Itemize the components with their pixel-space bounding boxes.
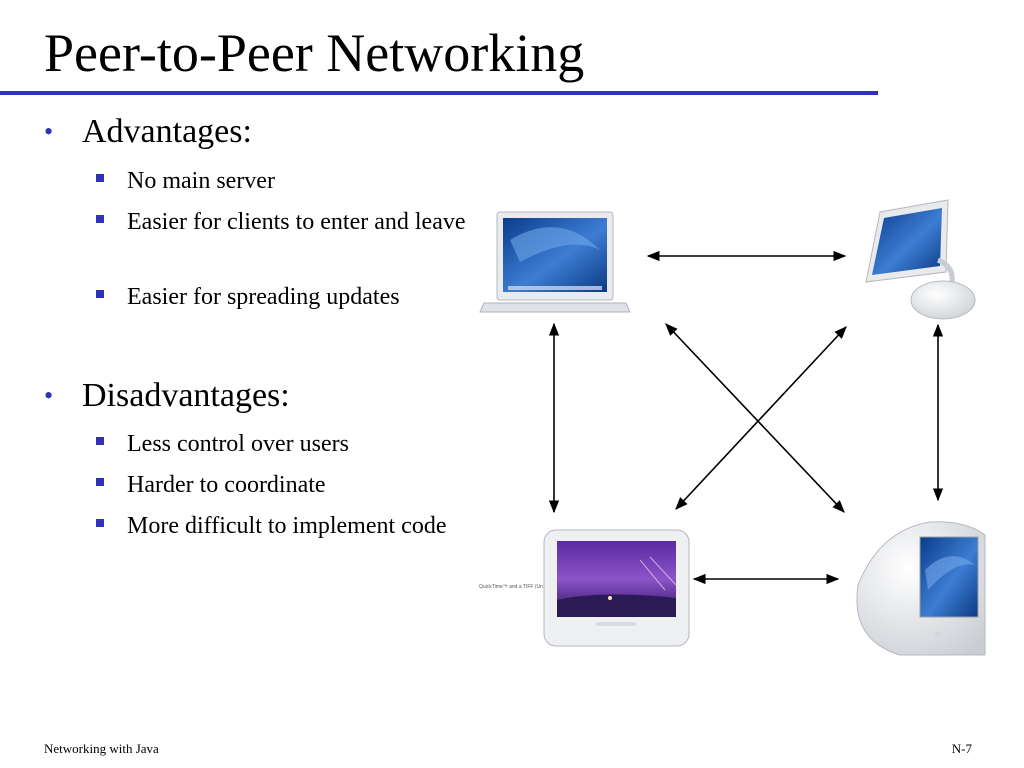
footer-left: Networking with Java <box>44 741 159 756</box>
square-bullet-icon <box>96 437 104 445</box>
list-item-text: Less control over users <box>127 431 349 457</box>
list-item: Easier for clients to enter and leave <box>0 205 472 239</box>
bullet-disadvantages: • Disadvantages: <box>0 378 290 414</box>
section-heading-advantages: Advantages: <box>82 113 252 150</box>
list-item-text: Easier for spreading updates <box>127 284 400 310</box>
square-bullet-icon <box>96 215 104 223</box>
list-item: No main server <box>0 164 472 198</box>
bullet-advantages: • Advantages: <box>0 114 252 150</box>
diagram-caption: QuickTime™ and a TIFF (Un <box>479 584 543 590</box>
list-item-text: More difficult to implement code <box>127 513 447 539</box>
list-item-text: No main server <box>127 168 275 194</box>
bullet-dot-icon: • <box>44 117 54 146</box>
list-item-text: Easier for clients to enter and leave <box>127 209 466 235</box>
peer-network-diagram <box>479 199 986 656</box>
footer-page-number: N-7 <box>951 741 972 756</box>
edge-laptop-emac <box>665 323 845 513</box>
square-bullet-icon <box>96 290 104 298</box>
list-item: Harder to coordinate <box>0 468 472 502</box>
list-item: More difficult to implement code <box>0 509 472 543</box>
bullet-dot-icon: • <box>44 381 54 410</box>
slide-title: Peer-to-Peer Networking <box>44 23 585 83</box>
square-bullet-icon <box>96 519 104 527</box>
cinema-display-icon <box>543 529 690 647</box>
edge-imac-flatpanel-cinema-display <box>675 326 847 510</box>
list-item: Easier for spreading updates <box>0 280 472 314</box>
section-heading-disadvantages: Disadvantages: <box>82 377 290 414</box>
square-bullet-icon <box>96 478 104 486</box>
square-bullet-icon <box>96 174 104 182</box>
list-item-text: Harder to coordinate <box>127 472 326 498</box>
laptop-icon <box>479 211 631 313</box>
title-underline <box>0 91 878 95</box>
emac-icon <box>856 521 986 656</box>
list-item: Less control over users <box>0 427 472 461</box>
imac-flatpanel-icon <box>865 199 976 320</box>
